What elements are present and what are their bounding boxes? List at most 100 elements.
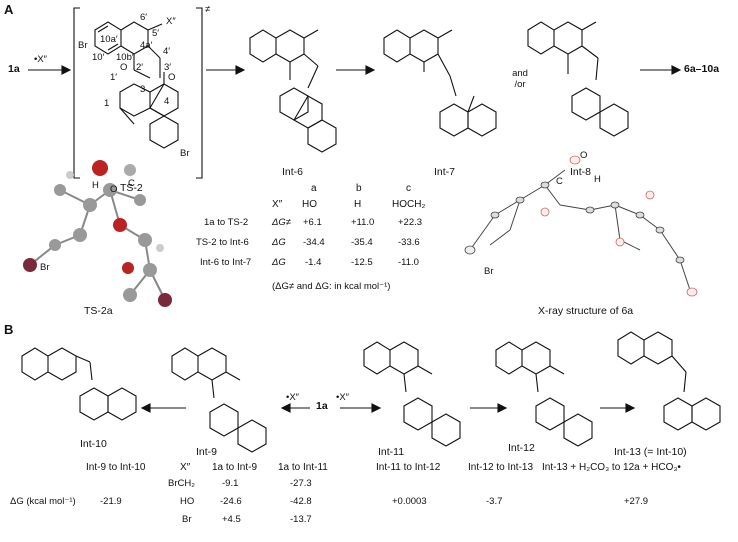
int13-label: Int-13 (= Int-10) [614,446,687,458]
col-letter-b: b [356,183,362,194]
arrowhead [61,65,72,75]
col-ho: HO [302,199,317,210]
atom-1p: 1′ [110,72,118,83]
val-to-int11-0: -27.3 [290,478,312,489]
atom-10bp: 10b′ [116,52,134,63]
hdr-x: X″ [180,462,191,473]
atom-x: X″ [166,16,176,27]
x-ho: HO [180,496,195,507]
hdr-int12-13: Int-12 to Int-13 [468,462,534,473]
int7-structure [383,29,497,137]
atom-4: 4 [164,96,170,107]
xray-atom-c: C [556,176,563,187]
ts2a-label: TS-2a [84,305,113,317]
x-brch2: BrCH₂ [168,478,195,489]
ts-dagger: ≠ [205,4,211,15]
xray-atom-br: Br [484,266,494,277]
ts2-label: TS-2 [120,182,143,194]
col-h: H [354,199,362,210]
atom-br-bottom: Br [180,148,190,159]
int8-label: Int-8 [570,166,592,178]
hdr-int13-12a: Int-13 + H₂CO₃ to 12a + HCO₃• [542,462,681,473]
row3-label: Int-6 to Int-7 [200,257,252,268]
atom-6p: 6′ [140,12,148,23]
row3-val-b: -12.5 [351,257,373,268]
int12-label: Int-12 [508,442,535,454]
atom-10ap: 10a′ [100,34,118,45]
ts2a-atom-o: O [110,184,118,195]
val-int13-12a: +27.9 [624,496,649,507]
atom-3: 3 [140,84,146,95]
val-to-int11-1: -42.8 [290,496,312,507]
atom-4ap: 4a′ [140,40,153,51]
val-int9-10: -21.9 [100,496,122,507]
int12-structure [495,341,593,447]
bracket-left [73,7,80,179]
hdr-to-int11: 1a to Int-11 [278,462,328,473]
row1-val-b: +11.0 [351,217,375,228]
atom-10p: 10′ [92,52,105,63]
int9-structure [171,347,267,453]
start-1a-b: 1a [316,400,328,412]
int13-structure [617,331,721,431]
int10-structure [21,347,137,421]
col-letter-a: a [311,183,317,194]
ts2-structure [94,21,179,149]
val-int12-13: -3.7 [486,496,503,507]
row1-val-a: +6.1 [303,217,322,228]
row3-val-a: -1.4 [305,257,322,268]
ts2a-atom-h: H [92,180,99,191]
reagent-left: •X″ [286,392,300,403]
atom-1: 1 [104,98,110,109]
dg-label: ΔG (kcal mol⁻¹) [10,496,76,507]
row2-val-b: -35.4 [351,237,373,248]
row3-val-c: -11.0 [398,257,419,268]
val-to-int9-2: +4.5 [222,514,241,525]
x-br: Br [182,514,192,525]
ts2a-atom-c: C [128,178,135,189]
col-letter-c: c [406,183,411,194]
val-int11-12: +0.0003 [392,496,427,507]
int7-label: Int-7 [434,166,456,178]
xray-atom-o: O [580,150,588,161]
atom-4p: 4′ [163,46,171,57]
atom-br-top: Br [78,40,88,51]
bracket-right [196,7,203,179]
atom-3p: 3′ [164,62,172,73]
int8-structure [527,21,629,137]
atom-2p: 2′ [136,62,144,73]
row2-label: TS-2 to Int-6 [196,237,249,248]
int6-label: Int-6 [282,166,304,178]
reagent-right: •X″ [336,392,350,403]
ts2a-atom-br: Br [40,262,50,273]
xray-caption: X-ray structure of 6a [538,305,634,317]
row2-sym: ΔG [272,237,286,248]
row2-val-c: -33.6 [398,237,420,248]
int11-structure [363,341,461,447]
hdr-int11-12: Int-11 to Int-12 [376,462,441,473]
val-to-int9-1: -24.6 [220,496,242,507]
reagent-label: •X″ [34,54,48,65]
val-to-int9-0: -9.1 [222,478,239,489]
val-to-int11-2: -13.7 [290,514,312,525]
int9-label: Int-9 [196,446,218,458]
col-hoch2: HOCH₂ [392,199,426,210]
atom-5p: 5′ [152,28,160,39]
hdr-to-int9: 1a to Int-9 [212,462,258,473]
row1-sym: ΔG≠ [272,217,291,228]
hdr-int9-10: Int-9 to Int-10 [86,462,146,473]
start-1a: 1a [8,63,20,75]
panel-a-letter: A [4,2,14,17]
atom-o-ts: O [120,62,128,73]
product-label: 6a–10a [684,63,720,75]
xhdr: X″ [272,199,283,210]
row2-val-a: -34.4 [303,237,325,248]
row1-label: 1a to TS-2 [204,217,249,228]
int10-label: Int-10 [80,438,107,450]
atom-o-carbonyl: O [168,72,176,83]
xray-atoms [464,155,698,297]
and-or-label: and /or [512,68,528,90]
int6-structure [249,29,337,153]
ts2a-atoms [23,160,172,307]
